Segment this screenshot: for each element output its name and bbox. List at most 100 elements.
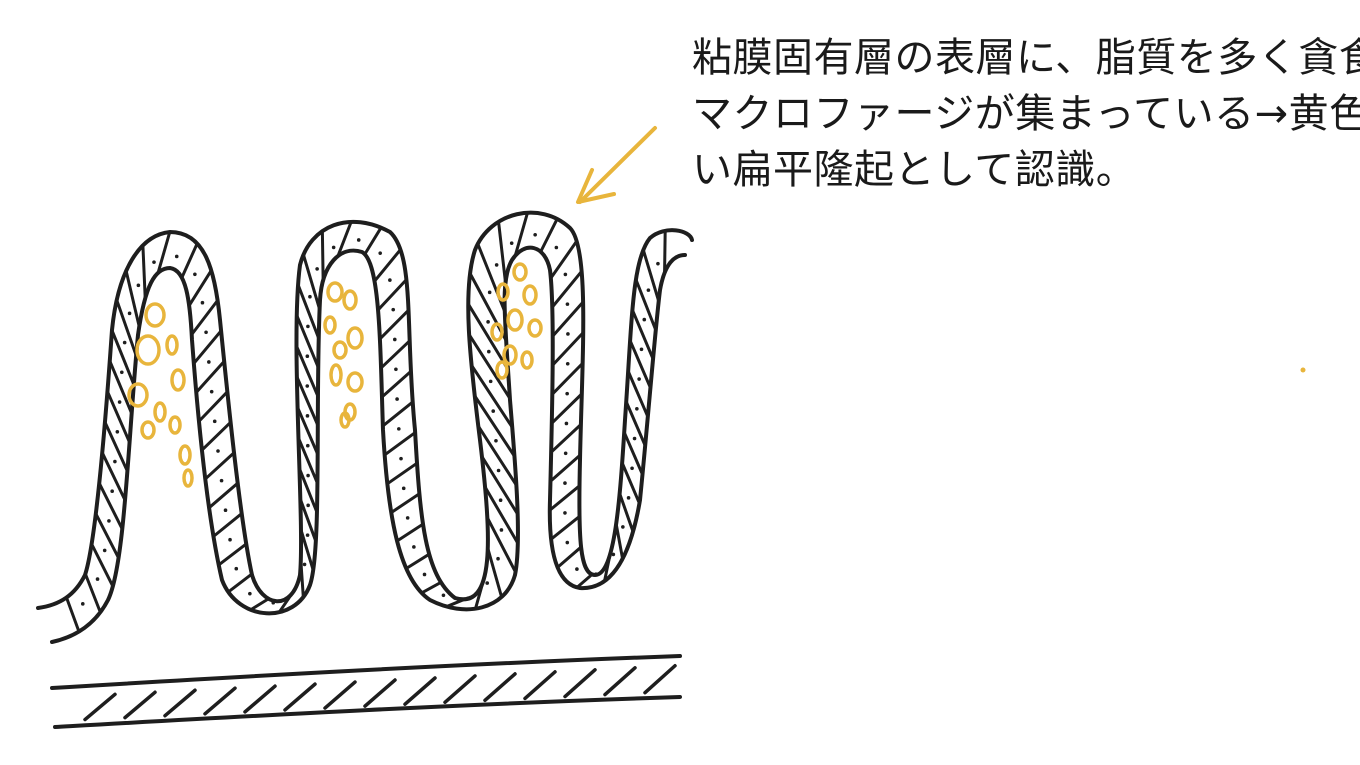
cell-boundary: [203, 451, 236, 481]
macrophage: [496, 282, 510, 302]
macrophage: [165, 334, 179, 356]
nucleus-dot: [565, 302, 570, 306]
hatch-line: [283, 682, 317, 712]
hatch-line: [243, 684, 277, 714]
nucleus-dot: [565, 540, 570, 545]
cell-boundary: [156, 230, 172, 275]
muscularis-hatching: [83, 664, 677, 722]
nucleus-dot: [305, 533, 310, 537]
hatch-line: [323, 680, 357, 710]
nucleus-dot: [248, 591, 252, 596]
cell-boundary: [620, 461, 641, 505]
nucleus-dot: [565, 361, 570, 366]
cell-boundary: [373, 248, 403, 283]
cell-boundary: [395, 522, 425, 543]
nucleus-dot: [95, 577, 100, 581]
cell-boundary: [550, 269, 584, 309]
nucleus-dot: [405, 516, 410, 520]
cell-boundary: [277, 588, 296, 614]
cell-boundary: [180, 241, 199, 280]
cell-boundary: [614, 522, 625, 561]
cell-boundary: [550, 392, 584, 425]
cell-boundary: [294, 344, 320, 398]
cell-boundary: [485, 516, 518, 574]
hatch-line: [123, 690, 157, 720]
macrophage: [170, 368, 186, 392]
cell-boundary: [548, 484, 581, 512]
cell-boundary: [383, 431, 417, 457]
nucleus-dot: [122, 340, 127, 345]
nucleus-dot: [200, 300, 205, 305]
cell-boundary: [379, 339, 412, 370]
cell-boundary: [190, 298, 220, 336]
cell-boundary: [108, 359, 134, 415]
nucleus-dot: [388, 278, 392, 282]
cell-boundary: [295, 375, 320, 427]
cell-boundary: [469, 363, 514, 429]
cell-boundary: [380, 369, 413, 399]
nucleus-dot: [494, 438, 498, 443]
cell-boundary: [207, 481, 240, 510]
hatch-line: [523, 670, 557, 701]
hatch-line: [203, 686, 237, 716]
cell-boundary: [497, 220, 507, 285]
cell-boundary: [297, 467, 319, 514]
nucleus-dot: [204, 330, 208, 335]
macrophage: [326, 281, 344, 303]
hatch-line: [643, 664, 677, 695]
nucleus-dot: [306, 324, 310, 329]
macrophage: [332, 340, 348, 360]
nucleus-dot: [487, 349, 491, 354]
arrow-shaft: [578, 126, 657, 204]
cell-boundary: [539, 217, 559, 254]
nucleus-dot: [305, 414, 310, 418]
macrophage: [512, 262, 528, 282]
macrophage: [323, 315, 337, 335]
nucleus-dot: [223, 508, 228, 513]
nucleus-dot: [391, 307, 396, 312]
nucleus-dot: [136, 283, 141, 288]
muscularis-mucosae: [50, 654, 682, 729]
nucleus-dot: [494, 263, 499, 267]
macrophage: [135, 334, 161, 366]
nucleus-dot: [127, 311, 132, 316]
hatch-line: [403, 676, 437, 706]
cell-boundary: [476, 424, 518, 487]
arrow-head: [576, 168, 616, 204]
cell-boundary: [94, 512, 121, 560]
cell-boundary: [575, 572, 594, 589]
nucleus-dot: [331, 245, 336, 250]
cell-boundary: [634, 278, 658, 332]
macrophage: [329, 363, 343, 387]
nucleus-dot: [630, 466, 634, 471]
cell-boundary: [296, 405, 320, 456]
cell-boundary: [378, 308, 411, 341]
nucleus-dot: [656, 261, 660, 266]
nucleus-dot: [113, 459, 117, 464]
cell-boundary: [630, 308, 655, 361]
cell-nuclei: [80, 232, 660, 606]
cell-boundary: [445, 597, 466, 609]
villous-epithelium: [36, 210, 694, 644]
nucleus-dot: [308, 294, 312, 299]
nucleus-dot: [412, 545, 416, 549]
nucleus-dot: [305, 443, 310, 448]
muscularis-bottom-line: [53, 695, 682, 729]
macrophage: [140, 420, 156, 440]
nucleus-dot: [565, 391, 569, 396]
nucleus-dot: [212, 419, 217, 424]
macrophage: [502, 344, 518, 366]
macrophage: [506, 308, 524, 332]
cell-boundary: [83, 572, 102, 614]
cell-boundary: [628, 339, 652, 390]
nucleus-dot: [594, 572, 598, 577]
cell-boundary: [549, 514, 581, 541]
cell-boundary: [622, 430, 644, 477]
nucleus-dot: [566, 332, 570, 336]
nucleus-dot: [305, 384, 310, 388]
cell-boundary: [200, 420, 233, 452]
annotation-text: 粘膜固有層の表層に、脂質を多く貪食 マクロファージが集まっている→黄色 い扁平隆…: [692, 30, 1360, 198]
cell-boundary: [141, 243, 147, 300]
nucleus-dot: [107, 519, 111, 523]
